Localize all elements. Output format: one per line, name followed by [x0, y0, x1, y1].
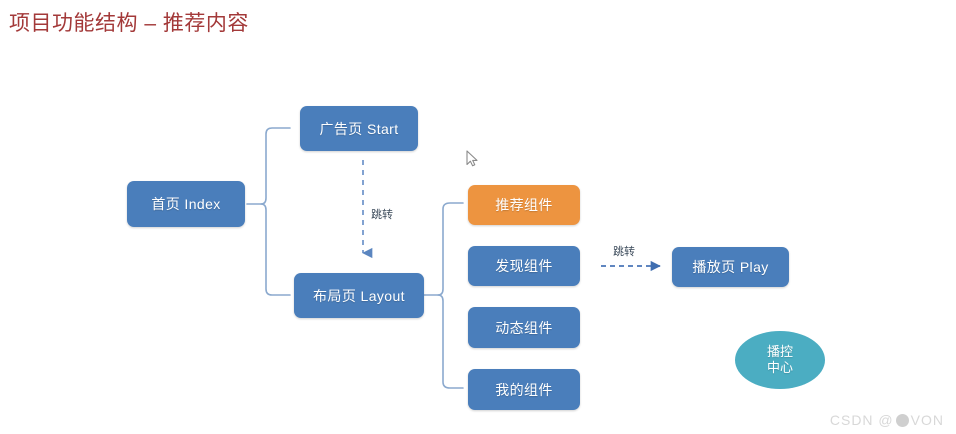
node-discover[interactable]: 发现组件 — [468, 246, 580, 286]
node-mine-label: 我的组件 — [495, 381, 553, 398]
node-mine[interactable]: 我的组件 — [468, 369, 580, 410]
node-control-center-label-line2: 中心 — [766, 360, 793, 375]
node-dynamic[interactable]: 动态组件 — [468, 307, 580, 348]
node-play[interactable]: 播放页 Play — [672, 247, 789, 287]
node-control-center-label: 播控 中心 — [767, 344, 793, 377]
watermark-prefix: CSDN @ — [829, 412, 894, 428]
edge-label-start-to-layout: 跳转 — [371, 209, 393, 221]
node-start[interactable]: 广告页 Start — [300, 106, 418, 151]
bracket-index — [246, 127, 291, 296]
csdn-watermark: CSDN @ VON — [830, 412, 944, 428]
bracket-layout — [423, 202, 464, 389]
node-index[interactable]: 首页 Index — [127, 181, 245, 227]
node-recommend[interactable]: 推荐组件 — [468, 185, 580, 225]
node-play-label: 播放页 Play — [692, 259, 769, 275]
node-control-center[interactable]: 播控 中心 — [735, 331, 825, 389]
edge-label-discover-to-play: 跳转 — [613, 246, 635, 258]
watermark-masked-char — [895, 413, 909, 427]
node-recommend-label: 推荐组件 — [495, 197, 553, 213]
node-layout-label: 布局页 Layout — [313, 287, 405, 304]
node-start-label: 广告页 Start — [319, 120, 399, 137]
mouse-cursor-icon — [466, 150, 478, 167]
watermark-suffix: VON — [910, 412, 944, 428]
page-title: 项目功能结构 – 推荐内容 — [9, 12, 249, 35]
node-index-label: 首页 Index — [151, 196, 221, 212]
node-control-center-label-line1: 播控 — [766, 343, 793, 359]
node-layout[interactable]: 布局页 Layout — [294, 273, 424, 318]
node-dynamic-label: 动态组件 — [495, 319, 553, 336]
node-discover-label: 发现组件 — [495, 258, 553, 274]
